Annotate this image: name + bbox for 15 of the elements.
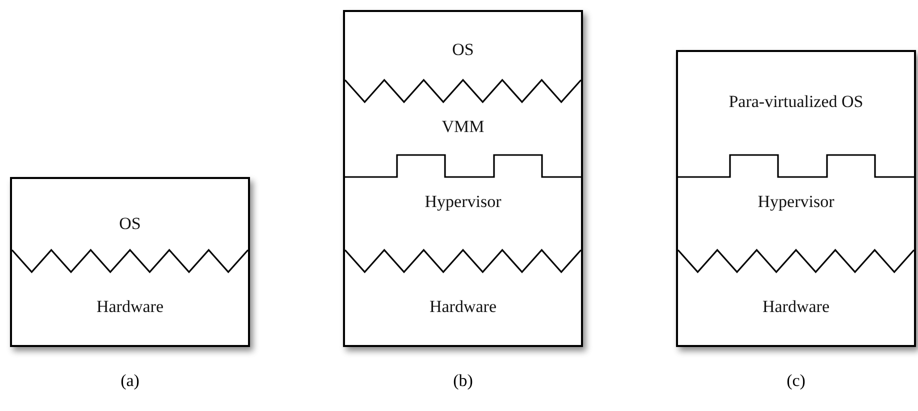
layer-label: Hypervisor bbox=[345, 182, 581, 222]
panel-caption: (c) bbox=[786, 371, 806, 391]
layer-label: OS bbox=[12, 204, 248, 244]
layer-label: Para-virtualized OS bbox=[678, 82, 914, 122]
panel-caption: (a) bbox=[120, 371, 140, 391]
layer-label: Hardware bbox=[678, 287, 914, 327]
layer-label: Hypervisor bbox=[678, 182, 914, 222]
panel-caption: (b) bbox=[452, 371, 474, 391]
stack-box bbox=[676, 50, 916, 347]
stack-box bbox=[10, 177, 250, 347]
layer-label: VMM bbox=[345, 107, 581, 147]
layer-label: Hardware bbox=[345, 287, 581, 327]
layer-label: Hardware bbox=[12, 287, 248, 327]
stack-box bbox=[343, 10, 583, 347]
layer-label: OS bbox=[345, 30, 581, 70]
